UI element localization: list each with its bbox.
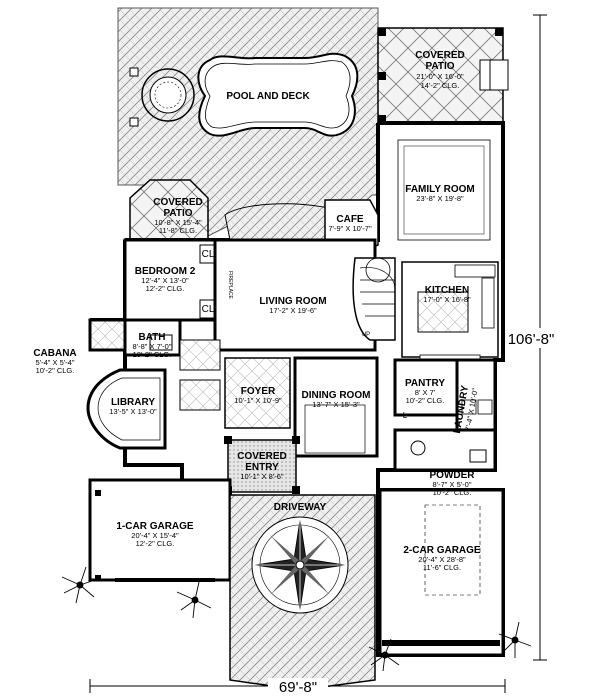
- depth-dimension-label: 106'-8": [508, 331, 555, 348]
- closet-label-1: CL: [202, 249, 215, 260]
- bath-clg: 10'-2" CLG.: [133, 350, 172, 359]
- laundry-l-label: L: [403, 411, 408, 420]
- garage1-dims: 20'-4" X 15'-4": [131, 531, 179, 540]
- stair-up-label: UP: [362, 332, 370, 338]
- garage2-dims: 20'-4" X 28'-8": [418, 555, 466, 564]
- library-room: [86, 368, 167, 450]
- covered-patio-left-dims: 10'-8" X 15'-4": [154, 218, 202, 227]
- width-dimension-label: 69'-8": [279, 679, 317, 696]
- cabana-clg: 10'-2" CLG.: [36, 366, 75, 375]
- palm-tree-icon: [61, 566, 532, 672]
- covered-patio-left-label: COVERED: [153, 197, 202, 208]
- covered-patio-right-label-2: PATIO: [425, 61, 454, 72]
- covered-entry-dims: 10'-1" X 8'-6": [240, 472, 284, 481]
- covered-entry-label-2: ENTRY: [245, 462, 279, 473]
- garage1-label: 1-CAR GARAGE: [116, 521, 194, 532]
- pantry-dims: 8' X 7': [415, 388, 436, 397]
- cafe-label: CAFE: [336, 214, 364, 225]
- covered-patio-left-label-2: PATIO: [163, 208, 192, 219]
- library-label: LIBRARY: [111, 397, 155, 408]
- cabana-label: CABANA: [33, 348, 76, 359]
- family-room-dims: 23'-8" X 19'-8": [416, 194, 464, 203]
- bedroom2-dims: 12'-4" X 13'-0": [141, 276, 189, 285]
- covered-patio-right-clg: 14'-2" CLG.: [421, 81, 460, 90]
- dining-room-dims: 13'-7" X 15'-3": [312, 400, 360, 409]
- garage2-label: 2-CAR GARAGE: [403, 545, 481, 556]
- pool-label: POOL AND DECK: [226, 91, 310, 102]
- bedroom2-clg: 12'-2" CLG.: [146, 284, 185, 293]
- bath-label: BATH: [138, 332, 165, 343]
- fireplace-label: FIREPLACE: [227, 271, 233, 299]
- bath-dims: 8'-8" X 7'-0": [132, 342, 171, 351]
- pantry-label: PANTRY: [405, 378, 445, 389]
- foyer-dims: 10'-1" X 10'-9": [234, 396, 282, 405]
- pool: [197, 52, 359, 137]
- living-room-dims: 17'-2" X 19'-6": [269, 306, 317, 315]
- cafe-dims: 7'-9" X 10'-7": [328, 224, 372, 233]
- family-room-label: FAMILY ROOM: [405, 184, 474, 195]
- cabana-dims: 5'-4" X 5'-4": [35, 358, 74, 367]
- covered-patio-right-label: COVERED: [415, 50, 464, 61]
- covered-patio-left-clg: 11'-8" CLG.: [159, 226, 197, 235]
- foyer-label: FOYER: [241, 386, 276, 397]
- powder-label: POWDER: [430, 470, 476, 481]
- covered-patio-right-dims: 21'-0" X 16'-0": [416, 72, 464, 81]
- garage1-clg: 12'-2" CLG.: [136, 539, 175, 548]
- library-dims: 13'-5" X 13'-0": [109, 407, 157, 416]
- garage2-clg: 11'-6" CLG.: [423, 563, 461, 572]
- covered-entry-label: COVERED: [237, 451, 286, 462]
- driveway-label: DRIVEWAY: [274, 502, 327, 513]
- compass-rose-icon: [251, 516, 349, 614]
- living-room-label: LIVING ROOM: [259, 296, 326, 307]
- kitchen-label: KITCHEN: [425, 285, 469, 296]
- powder-dims: 8'-7" X 5'-0": [432, 480, 471, 489]
- powder-clg: 10'-2" CLG.: [433, 488, 472, 497]
- pantry-clg: 10'-2" CLG.: [406, 396, 445, 405]
- kitchen-dims: 17'-0" X 16'-8": [423, 295, 471, 304]
- closet-label-2: CL: [202, 304, 215, 315]
- bedroom2-label: BEDROOM 2: [135, 266, 196, 277]
- dining-room-label: DINING ROOM: [302, 390, 371, 401]
